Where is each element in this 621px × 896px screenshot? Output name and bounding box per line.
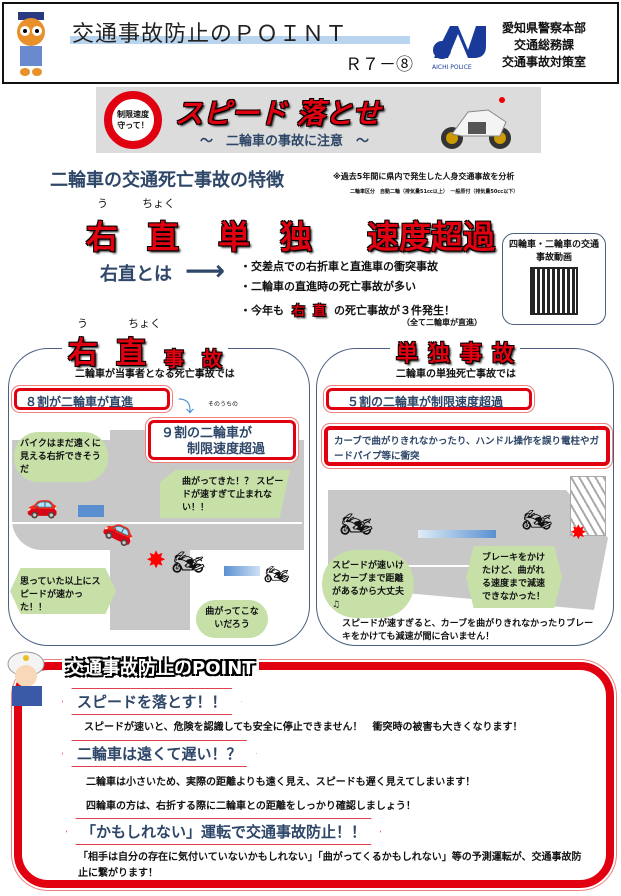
keyword-tan: 単 xyxy=(218,218,251,256)
motorcycle-icon: 🏍 xyxy=(264,562,290,586)
arrow-right-icon: ⟶ xyxy=(185,254,226,287)
banner-headline: スピード 落とせ xyxy=(175,97,381,130)
collision-box: カーブで曲がりきれなかったり、ハンドル操作を誤り電柱やガードパイプ等に衝突 xyxy=(324,426,610,466)
bullet-1: ・交差点での右折車と直進車の衝突事故 xyxy=(240,260,438,273)
arrow-note: そのうちの xyxy=(208,401,239,408)
ruby-u: う xyxy=(97,197,108,210)
owl-mascot-icon xyxy=(12,10,50,78)
point-text: スピードが速いと、危険を認識しても安全に停止できません！ 衝突時の被害も大きくな… xyxy=(84,722,523,733)
heading-char: 直 xyxy=(116,336,146,371)
road-illustration-vertical xyxy=(110,430,190,630)
uchoku-lead: 二輪車が当事者となる死亡事故では xyxy=(75,369,235,380)
vehicle-class-note: 二輪車区分 自動二輪（排気量51cc以上） 一般原付（排気量50cc以下） xyxy=(350,189,519,195)
lane-line xyxy=(12,522,302,524)
stat-box-90-percent: ９割の二輪車が 制限速度超過 xyxy=(148,420,296,460)
heading-char: 故 xyxy=(492,342,515,367)
bullet-3-u: 右 xyxy=(292,304,306,319)
point-head-2: 二輪車は遠くて遅い！？ xyxy=(62,740,257,767)
curved-arrow-icon: ⤵ xyxy=(178,397,195,416)
stat-box-50-percent: ５割の二輪車が制限速度超過 xyxy=(326,388,532,410)
header xyxy=(2,2,619,84)
organization: 愛知県警察本部 交通総務課 交通事故対策室 xyxy=(502,20,586,71)
motorcycle-icon: 🏍 xyxy=(522,506,553,534)
heading-char: 故 xyxy=(202,347,222,371)
police-officer-mascot-icon xyxy=(4,650,50,706)
ruby-choku: ちょく xyxy=(128,317,161,330)
lane-line xyxy=(328,565,528,567)
svg-text:AICHI POLICE: AICHI POLICE xyxy=(432,64,472,71)
speed-limit-sign-icon: 制限速度守って！ xyxy=(104,91,162,149)
left-arrow-icon xyxy=(224,566,260,576)
keyword-u: 右 xyxy=(86,218,119,256)
heading-char: 事 xyxy=(460,342,483,367)
qr-code-icon[interactable] xyxy=(530,267,578,315)
qr-card[interactable]: 四輪車・二輪車の交通事故動画 xyxy=(502,233,606,325)
heading-char: 単 xyxy=(396,342,419,367)
single-heading: 単 独 事 故 xyxy=(390,336,521,368)
single-footer: スピードが速すぎると、カーブを曲がりきれなかったりブレーキをかけても減速が間に合… xyxy=(342,619,594,642)
heading-char: 右 xyxy=(68,336,98,371)
bullet-3: ・今年も 右 直 の死亡事故が３件発生！ xyxy=(240,300,456,320)
bullet-3-post: の死亡事故が３件発生！ xyxy=(334,303,456,317)
right-arrow-icon xyxy=(78,505,104,517)
ruby-choku: ちょく xyxy=(142,197,175,210)
motorcycle-icon: 🏍 xyxy=(172,548,206,578)
point-section xyxy=(14,662,614,888)
speech-bubble: スピードが速いけどカーブまで距離があるから大丈夫♫ xyxy=(322,550,414,618)
point-text: 二輪車は小さいため、実際の距離よりも遠く見え、スピードも遅く見えてしまいます！ xyxy=(86,777,476,788)
guardrail-icon xyxy=(570,476,606,536)
uchoku-label: 右直とは xyxy=(100,264,172,285)
page-title: 交通事故防止のＰＯＩＮＴ xyxy=(72,22,349,47)
sign-text: 制限速度守って！ xyxy=(117,110,149,130)
thought-bubble: バイクはまだ遠くに見える右折できそうだ xyxy=(14,432,108,482)
issue-number: Ｒ７－⑧ xyxy=(345,55,413,75)
qr-label: 四輪車・二輪車の交通事故動画 xyxy=(509,240,600,263)
stat-box-80-percent: ８割が二輪車が直進 xyxy=(14,388,170,410)
keyword-speeding: 速度超過 xyxy=(367,218,496,256)
right-arrow-icon xyxy=(418,530,496,538)
keyword-choku: 直 xyxy=(147,218,180,256)
motorcycle-icon: 🏍 xyxy=(340,510,374,540)
bullet-3-pre: ・今年も xyxy=(240,303,284,317)
org-line: 交通事故対策室 xyxy=(502,55,587,69)
point-head-1: スピードを落とす！！ xyxy=(62,688,242,715)
thought-bubble: 曲がってこないだろう xyxy=(196,600,268,638)
aichi-police-logo: AICHI POLICE xyxy=(428,22,490,72)
speech-bubble: ブレーキをかけたけど、曲がれる速度まで減速できなかった！ xyxy=(466,546,562,608)
banner-subtitle: ～ 二輪車の事故に注意 ～ xyxy=(200,134,370,149)
point-title: 交通事故防止のPOINT xyxy=(62,654,259,680)
heading-char: 事 xyxy=(164,347,184,371)
single-lead: 二輪車の単独死亡事故では xyxy=(396,369,516,380)
bullet-3-note: （全て二輪車が直進） xyxy=(402,318,482,327)
crash-burst-icon: ✸ xyxy=(146,546,167,574)
speech-bubble: 思っていた以上にスピードが速かった！！ xyxy=(10,568,116,614)
car-icon: 🚗 xyxy=(26,490,59,520)
uchoku-heading: 右 直 事 故 xyxy=(62,328,228,372)
crash-burst-icon: ✸ xyxy=(570,520,587,544)
analysis-note: ※過去5年間に県内で発生した人身交通事故を分析 xyxy=(333,172,515,181)
point-text: 「相手は自分の存在に気付いていないかもしれない」「曲がってくるかもしれない」等の… xyxy=(78,852,582,879)
point-head-3: 「かもしれない」運転で交通事故防止！！ xyxy=(66,818,381,845)
ruby-u: う xyxy=(77,317,88,330)
title-underline xyxy=(70,36,410,44)
features-title: 二輪車の交通死亡事故の特徴 xyxy=(50,170,284,191)
box-line: 制限速度超過 xyxy=(187,442,266,457)
box-line: ９割の二輪車が xyxy=(161,426,253,441)
bullet-2: ・二輪車の直進時の死亡事故が多い xyxy=(240,280,416,293)
org-line: 交通総務課 xyxy=(514,38,575,52)
speech-bubble: 曲がってきた！？ スピードが速すぎて止まれない！！ xyxy=(160,470,290,518)
keyword-doku: 独 xyxy=(280,218,313,256)
police-motorcycle-icon xyxy=(438,94,518,150)
bullet-3-choku: 直 xyxy=(313,304,327,319)
heading-char: 独 xyxy=(428,342,451,367)
point-text: 四輪車の方は、右折する際に二輪車との距離をしっかり確認しましょう！ xyxy=(86,801,416,812)
org-line: 愛知県警察本部 xyxy=(502,21,587,35)
